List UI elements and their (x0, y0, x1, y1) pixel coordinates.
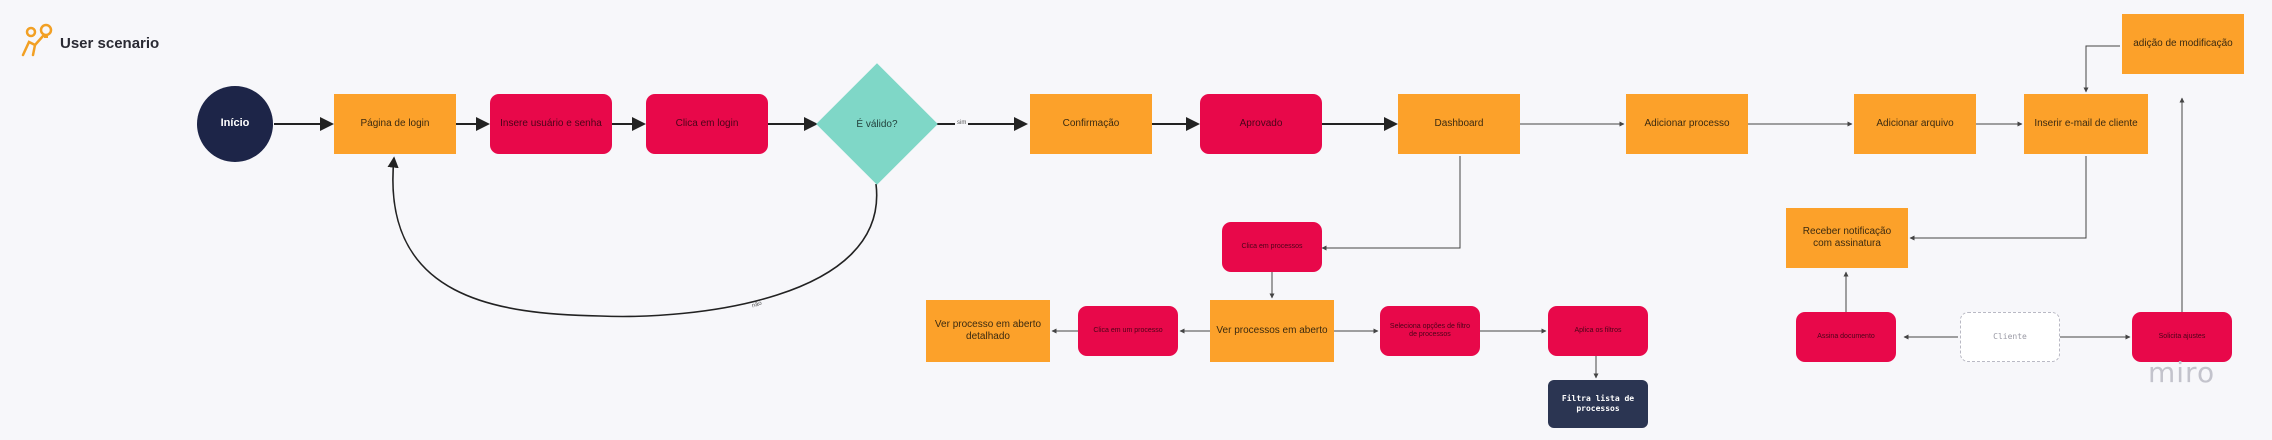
edge-valido-login-nao (387, 156, 878, 318)
edge-dashboard-clica-processos (1321, 156, 1461, 251)
miro-watermark: miro (2148, 356, 2216, 389)
node-seleciona-filtro[interactable]: Seleciona opções de filtro de processos (1380, 306, 1480, 356)
node-pagina-login[interactable]: Página de login (334, 94, 456, 154)
node-dashboard[interactable]: Dashboard (1398, 94, 1520, 154)
node-adicionar-arquivo[interactable]: Adicionar arquivo (1854, 94, 1976, 154)
node-ver-detalhado[interactable]: Ver processo em aberto detalhado (926, 300, 1050, 362)
node-assina-documento[interactable]: Assina documento (1796, 312, 1896, 362)
node-adicao-modificacao[interactable]: adição de modificação (2122, 14, 2244, 74)
node-adicionar-processo[interactable]: Adicionar processo (1626, 94, 1748, 154)
node-valido[interactable]: É válido? (816, 63, 938, 185)
decision-label: É válido? (856, 118, 898, 130)
node-aprovado[interactable]: Aprovado (1200, 94, 1322, 154)
node-clica-login[interactable]: Clica em login (646, 94, 768, 154)
node-clica-processo[interactable]: Clica em um processo (1078, 306, 1178, 356)
node-inicio[interactable]: Início (197, 86, 273, 162)
node-insere-usuario[interactable]: Insere usuário e senha (490, 94, 612, 154)
node-receber-notificacao[interactable]: Receber notificação com assinatura (1786, 208, 1908, 268)
node-cliente[interactable]: Cliente (1960, 312, 2060, 362)
edge-email-notificacao (1909, 156, 2087, 241)
node-inserir-email[interactable]: Inserir e-mail de cliente (2024, 94, 2148, 154)
node-clica-processos[interactable]: Clica em processos (1222, 222, 1322, 272)
person-idea-icon (21, 23, 53, 57)
edge-label-sim: sim (955, 120, 969, 126)
board-title: User scenario (60, 35, 160, 52)
node-solicita-ajuste[interactable]: Solicita ajustes (2132, 312, 2232, 362)
node-aplica-filtro[interactable]: Aplica os filtros (1548, 306, 1648, 356)
node-confirmacao[interactable]: Confirmação (1030, 94, 1152, 154)
edge-modificacao-email (2083, 45, 2120, 93)
node-ver-processos[interactable]: Ver processos em aberto (1210, 300, 1334, 362)
node-filtra-lista[interactable]: Filtra lista de processos (1548, 380, 1648, 428)
